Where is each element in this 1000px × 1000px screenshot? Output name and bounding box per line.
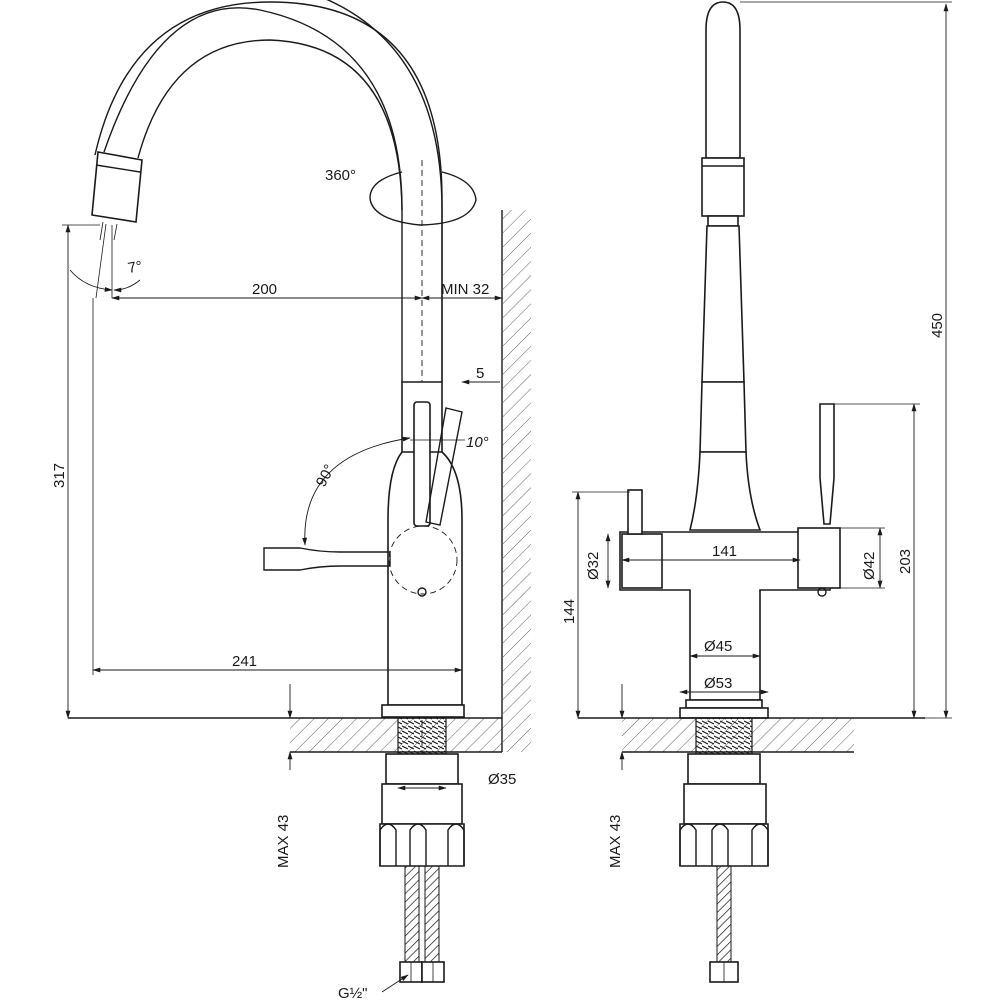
- dim-base-lower: Ø53: [679, 675, 769, 695]
- dim-body-height: 144: [561, 491, 630, 719]
- spray-angle: 7°: [69, 223, 144, 299]
- rotation-ellipse: 360°: [325, 167, 477, 226]
- dim-body-width: 141: [621, 543, 801, 563]
- dim-base-upper: Ø45: [689, 638, 761, 659]
- handle-pivot: [388, 525, 458, 595]
- handle-up: [410, 401, 465, 527]
- front-lever: [819, 403, 835, 525]
- base-upper-label: Ø45: [704, 638, 732, 655]
- dim-base-reach: 241: [92, 298, 463, 705]
- dim-max-left: MAX 43: [275, 684, 293, 868]
- swing-label: 90°: [313, 462, 339, 490]
- dim-handle-offset: 5: [461, 365, 500, 385]
- aerator-head: [91, 151, 143, 241]
- thread-dia-label: Ø35: [488, 771, 516, 788]
- body-width-label: 141: [712, 543, 737, 560]
- reach-label: 200: [252, 281, 277, 298]
- front-base: [679, 699, 769, 719]
- rotation-label: 360°: [325, 167, 356, 184]
- connector-label: G½": [338, 985, 368, 1000]
- pivot-screw: [417, 587, 427, 597]
- dim-handle-height: 203: [834, 403, 920, 719]
- min-wall-label: MIN 32: [441, 281, 489, 298]
- handle-height-label: 203: [897, 549, 914, 574]
- max-right-label: MAX 43: [607, 815, 624, 868]
- mount-thread-right: [679, 717, 769, 983]
- height-left-label: 317: [51, 463, 68, 488]
- body-height-label: 144: [561, 599, 578, 624]
- offset-label: 5: [476, 365, 484, 382]
- spray-label: 7°: [127, 258, 144, 277]
- base-lower-label: Ø53: [704, 675, 732, 692]
- side-view: 360° 90° 10°: [51, 0, 531, 1000]
- front-upper-body: [688, 381, 762, 531]
- front-spout: [701, 1, 745, 383]
- base-reach-label: 241: [232, 653, 257, 670]
- dim-side-left: Ø32: [585, 533, 611, 589]
- countertop-left: [68, 717, 502, 753]
- side-right-label: Ø42: [861, 552, 878, 580]
- tilt-label: 10°: [466, 434, 489, 451]
- handle-horizontal: [263, 547, 391, 571]
- side-left-label: Ø32: [585, 552, 602, 580]
- dim-total-right: 450: [740, 1, 952, 719]
- dim-height-left: 317: [51, 224, 100, 719]
- dim-reach: 200 MIN 32: [111, 281, 503, 301]
- hoses-left: G½": [338, 865, 445, 1000]
- max-left-label: MAX 43: [275, 815, 292, 868]
- dim-side-right: Ø42: [840, 527, 885, 589]
- mount-thread-left: Ø35: [379, 717, 516, 867]
- dim-max-right: MAX 43: [607, 684, 625, 868]
- total-right-label: 450: [929, 313, 946, 338]
- wall: [501, 210, 531, 752]
- front-view: 141 Ø32 Ø42 144 203: [561, 1, 952, 983]
- spout-arc: [94, 0, 443, 382]
